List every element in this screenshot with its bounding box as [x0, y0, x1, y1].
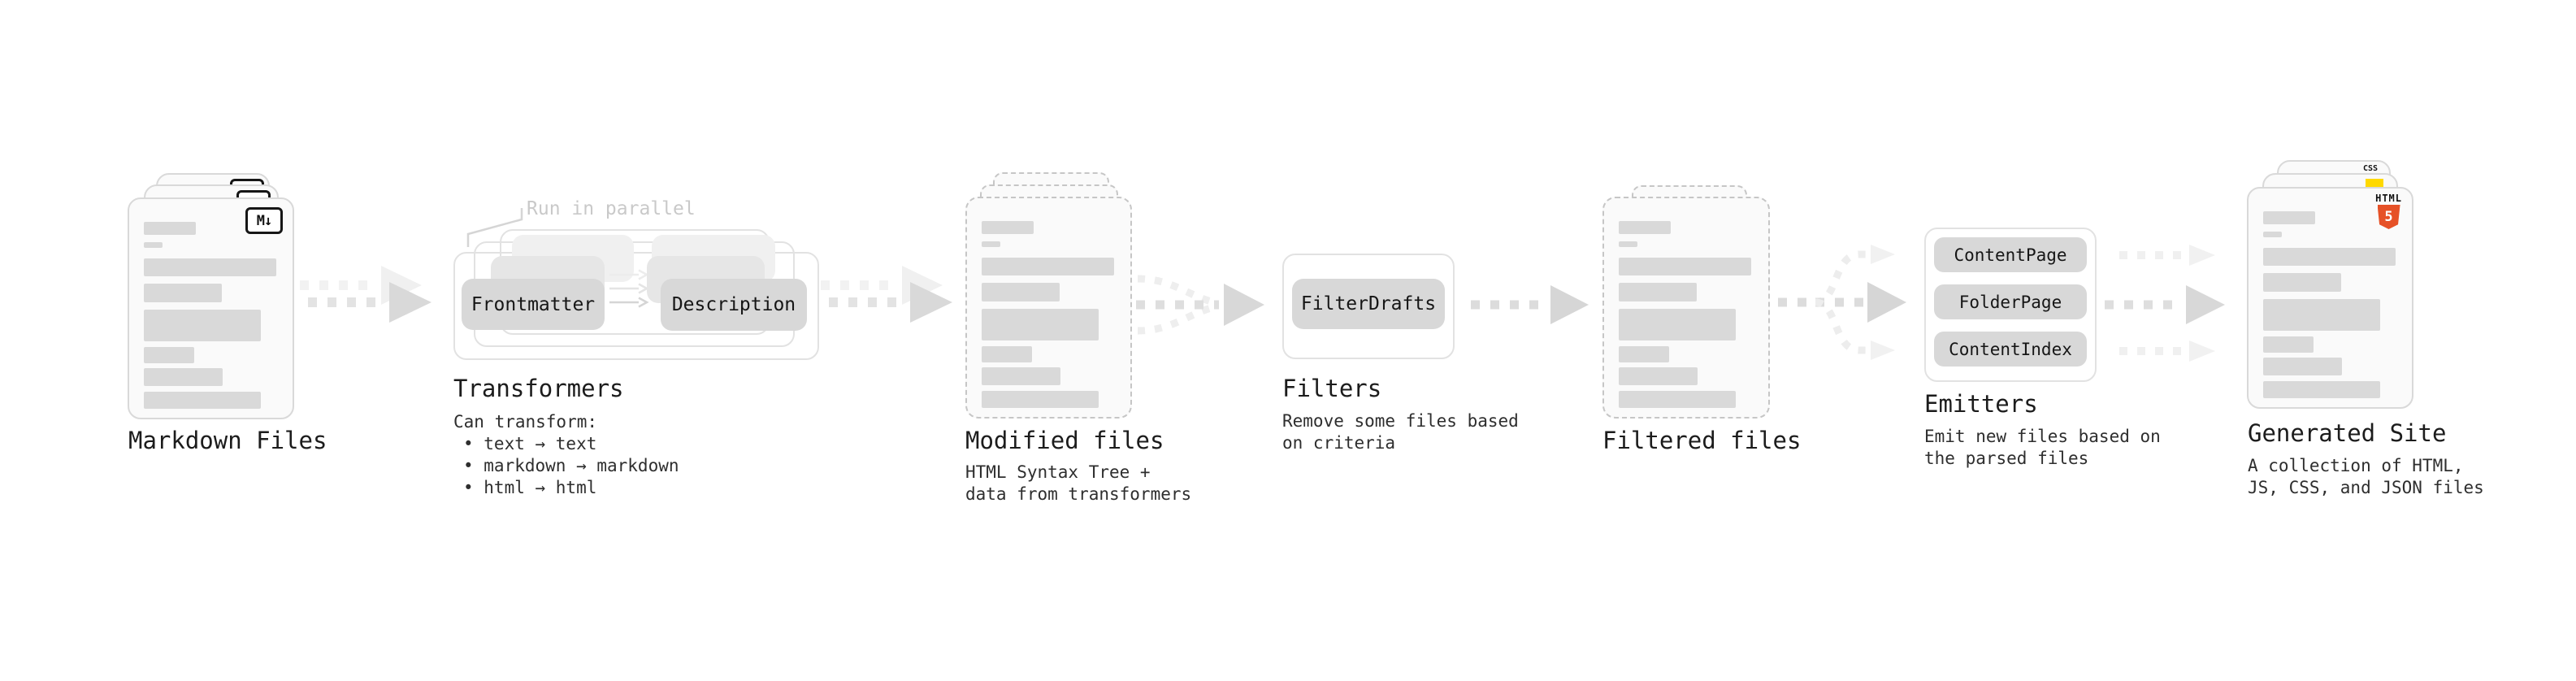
- transform-bullet: • text → text: [463, 434, 597, 453]
- modified-files-label: Modified files: [965, 427, 1164, 454]
- modified-files-description: HTML Syntax Tree + data from transformer…: [965, 462, 1192, 504]
- contentindex-chip: ContentIndex: [1934, 332, 2087, 367]
- emitters-description: Emit new files based on the parsed files: [1924, 427, 2161, 468]
- flow-arrow-icon: [2119, 245, 2215, 266]
- flow-arrow-icon: [821, 266, 952, 323]
- html5-badge-number: 5: [2384, 209, 2393, 225]
- css-badge-label: CSS: [2362, 164, 2379, 173]
- transformer-box-front: [453, 252, 819, 360]
- merge-arrow-icon: [1136, 275, 1264, 335]
- html5-icon: HTML 5: [2375, 193, 2402, 229]
- file-content-placeholder: [982, 221, 1114, 408]
- fanout-arrow-icon: [1778, 245, 1906, 360]
- flow-arrow-icon: [300, 266, 432, 323]
- filtered-file-card: [1602, 197, 1770, 419]
- filters-box: [1282, 254, 1455, 359]
- flow-arrow-icon: [1471, 285, 1589, 324]
- transform-bullet: • html → html: [463, 478, 597, 497]
- flow-arrow-icon: [2119, 340, 2215, 362]
- generated-site-description: A collection of HTML, JS, CSS, and JSON …: [2248, 456, 2484, 497]
- filters-description: Remove some files based on criteria: [1282, 411, 1519, 453]
- can-transform-subtitle: Can transform:: [453, 412, 598, 432]
- folderpage-chip: FolderPage: [1934, 284, 2087, 319]
- flow-arrow-icon: [2105, 285, 2225, 324]
- html5-shield: 5: [2377, 205, 2400, 229]
- transformers-description: Can transform: • text → text • markdown …: [453, 411, 679, 499]
- filters-title: Filters: [1282, 375, 1382, 402]
- file-content-placeholder: [2263, 211, 2396, 398]
- filterdrafts-chip: FilterDrafts: [1292, 279, 1445, 329]
- flow-arrow-dark: [829, 282, 952, 323]
- filtered-files-label: Filtered files: [1602, 427, 1802, 454]
- markdown-icon: M↓: [245, 207, 283, 234]
- transform-bullet: • markdown → markdown: [463, 456, 679, 475]
- file-content-placeholder: [144, 222, 276, 409]
- markdown-file-card-front: M↓: [128, 197, 294, 419]
- emitters-box: [1924, 228, 2097, 382]
- emitters-title: Emitters: [1924, 390, 2038, 418]
- contentpage-chip: ContentPage: [1934, 237, 2087, 272]
- file-content-placeholder: [1619, 221, 1751, 408]
- frontmatter-chip: Frontmatter: [462, 279, 605, 330]
- modified-file-card: [965, 197, 1132, 419]
- flow-arrow-dark: [308, 282, 432, 323]
- html5-badge-label: HTML: [2375, 193, 2402, 204]
- generated-site-label: Generated Site: [2248, 419, 2447, 447]
- transformers-title: Transformers: [453, 375, 624, 402]
- note-connector-line: [466, 208, 523, 247]
- description-chip: Description: [661, 279, 807, 331]
- generated-file-card-front: HTML 5: [2247, 187, 2413, 409]
- markdown-files-label: Markdown Files: [128, 427, 327, 454]
- run-in-parallel-note: Run in parallel: [527, 198, 696, 219]
